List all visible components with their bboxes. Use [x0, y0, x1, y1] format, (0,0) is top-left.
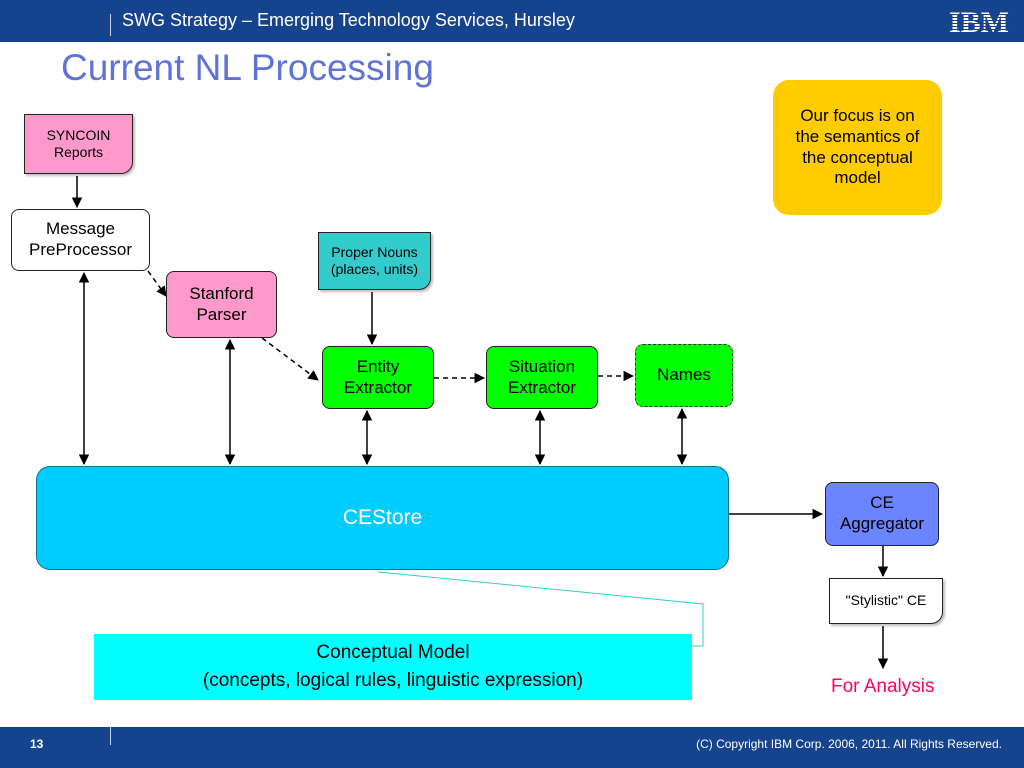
ce-aggregator-line1: CE	[870, 493, 894, 513]
ibm-logo-icon: IBM	[949, 6, 1009, 36]
stanford-line2: Parser	[196, 304, 247, 324]
header-bar	[0, 0, 1024, 42]
proper-nouns-node: Proper Nouns(places, units)	[318, 232, 431, 290]
focus-callout: Our focus is on the semantics of the con…	[773, 80, 942, 215]
syncoin-line2: Reports	[53, 144, 103, 160]
stylistic-ce-label: "Stylistic" CE	[845, 592, 927, 609]
stylistic-ce-node: "Stylistic" CE	[829, 578, 943, 624]
footer-bar	[0, 727, 1024, 768]
callout-cestore-to-conceptual-model	[377, 571, 704, 647]
footer-separator	[110, 727, 111, 745]
syncoin-line1: SYNCOIN	[46, 126, 111, 143]
cestore-label: CEStore	[342, 506, 423, 530]
situation-line2: Extractor	[507, 377, 577, 397]
page-title: Current NL Processing	[61, 47, 434, 88]
names-node: Names	[635, 344, 733, 407]
proper-nouns-line1: Proper Nouns	[331, 243, 418, 260]
conceptual-model-line1: Conceptual Model	[316, 642, 470, 664]
preprocessor-line2: PreProcessor	[29, 240, 132, 259]
arrow-stanford-to-entity	[261, 337, 319, 381]
focus-callout-text: Our focus is on the semantics of the con…	[795, 106, 920, 188]
conceptual-model-box: Conceptual Model (concepts, logical rule…	[94, 634, 692, 700]
stanford-line1: Stanford	[189, 283, 254, 303]
ibm-logo-text: IBM	[949, 6, 1009, 36]
preprocessor-line1: Message	[46, 219, 115, 239]
ce-aggregator-line2: Aggregator	[839, 514, 925, 533]
entity-line2: Extractor	[343, 377, 413, 397]
conceptual-model-line2: (concepts, logical rules, linguistic exp…	[202, 670, 584, 691]
proper-nouns-line2: (places, units)	[330, 261, 419, 277]
header-separator	[110, 14, 111, 36]
header-title: SWG Strategy – Emerging Technology Servi…	[122, 10, 575, 30]
cestore-node: CEStore	[36, 466, 729, 570]
arrow-preprocessor-to-stanford	[147, 270, 167, 297]
page-number: 13	[30, 737, 44, 751]
situation-line1: Situation	[508, 356, 576, 376]
names-label: Names	[657, 365, 711, 385]
for-analysis-label: For Analysis	[831, 676, 935, 697]
copyright-text: (C) Copyright IBM Corp. 2006, 2011. All …	[696, 737, 1002, 751]
entity-line1: Entity	[356, 356, 400, 376]
